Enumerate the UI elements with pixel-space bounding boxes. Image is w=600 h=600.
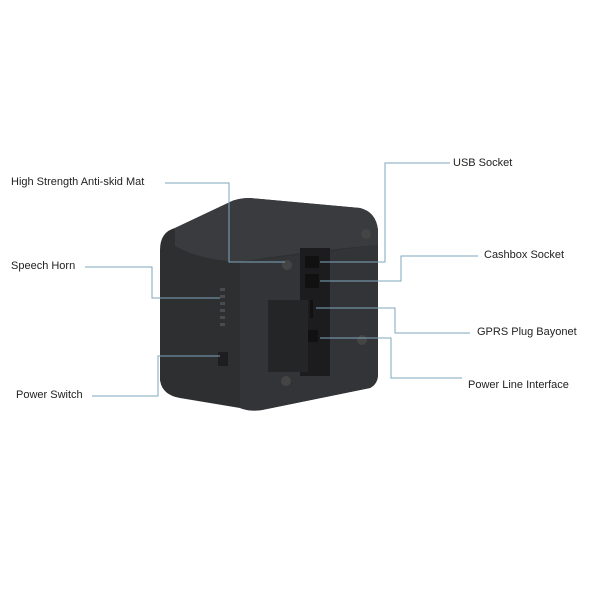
leader-anti-skid-mat <box>165 182 285 263</box>
label-power-line-interface: Power Line Interface <box>468 379 569 391</box>
speaker-grille <box>220 288 225 326</box>
printer-device <box>160 198 378 411</box>
label-speech-horn: Speech Horn <box>11 260 76 272</box>
leader-gprs-plug-bayonet <box>316 307 470 334</box>
label-power-switch: Power Switch <box>16 389 83 401</box>
foot-pad <box>281 376 291 386</box>
label-gprs-plug-bayonet: GPRS Plug Bayonet <box>477 326 577 338</box>
leader-power-line-interface <box>320 337 462 379</box>
foot-pad <box>357 335 367 345</box>
usb-port <box>305 256 319 268</box>
leader-usb-socket <box>320 162 450 263</box>
label-usb-socket: USB Socket <box>453 157 513 169</box>
leader-cashbox-socket <box>320 255 478 282</box>
power-switch-toggle <box>218 352 228 366</box>
leader-speech-horn <box>85 266 220 299</box>
foot-pad <box>361 229 371 239</box>
label-cashbox-socket: Cashbox Socket <box>484 249 565 261</box>
cashbox-port <box>305 274 319 288</box>
leader-power-switch <box>92 355 220 397</box>
leader-lines <box>85 162 478 397</box>
power-port <box>308 330 318 342</box>
gprs-slot <box>310 300 313 318</box>
label-anti-skid-mat: High Strength Anti-skid Mat <box>11 176 145 188</box>
